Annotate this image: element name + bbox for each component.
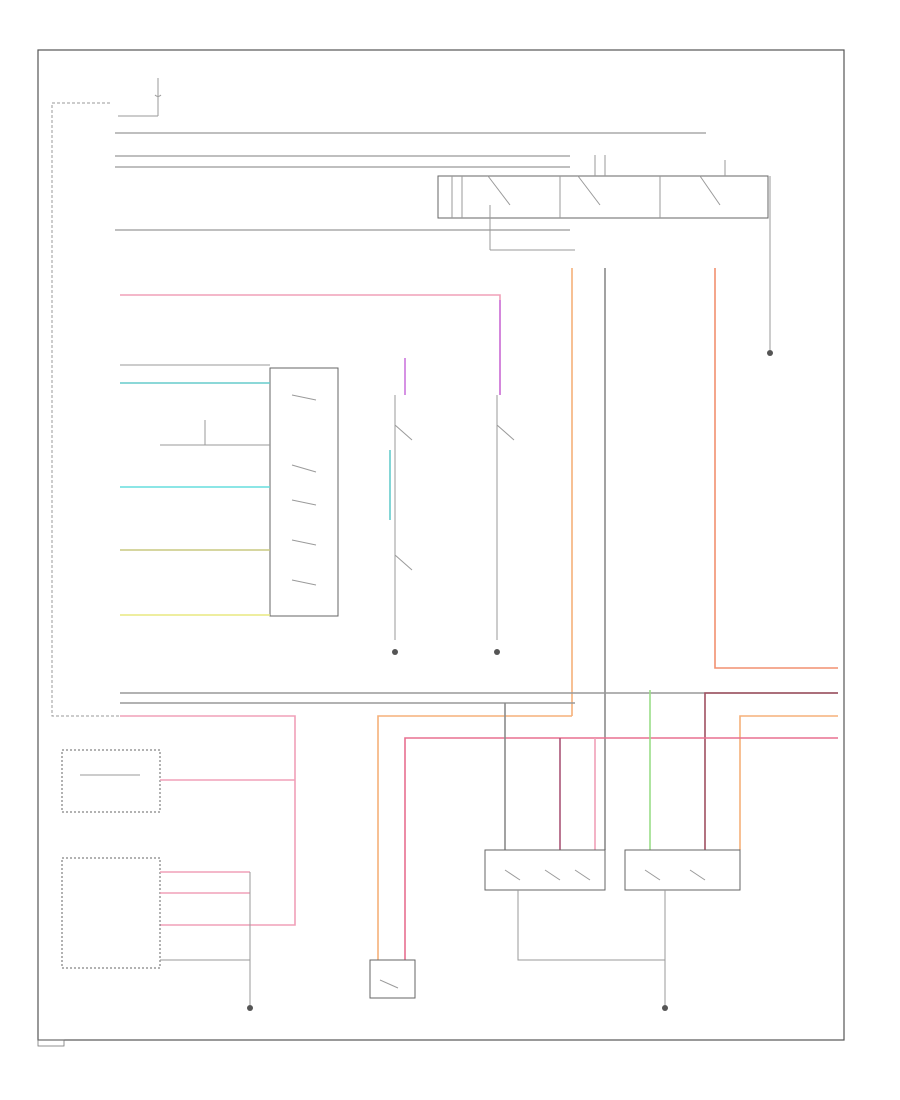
dashed-feed-wire bbox=[51, 102, 120, 717]
left-component-lower bbox=[61, 857, 253, 1011]
lower-switch-right bbox=[624, 849, 741, 1011]
top-fuse-block bbox=[118, 78, 162, 117]
switch-pair-middle bbox=[389, 395, 515, 655]
maroon-wire-right bbox=[704, 692, 838, 850]
lower-switch-left bbox=[484, 849, 665, 961]
door-lock-actuator bbox=[369, 959, 416, 999]
top-bus-lines bbox=[115, 132, 706, 231]
pink-wire-lower bbox=[120, 715, 296, 926]
relay-block bbox=[437, 155, 769, 251]
pink-orange-wire-right bbox=[714, 268, 838, 669]
ground-top-right bbox=[767, 176, 773, 356]
pink-wire-top bbox=[120, 294, 501, 395]
diagram-frame bbox=[37, 49, 845, 1041]
pink-wire-right bbox=[404, 737, 838, 960]
orange-wire-right bbox=[739, 715, 838, 850]
left-component-upper bbox=[61, 749, 295, 813]
switch-assembly-left bbox=[120, 364, 339, 617]
orange-wire-to-actuator bbox=[377, 715, 572, 960]
footer-tag-box bbox=[37, 1039, 65, 1047]
